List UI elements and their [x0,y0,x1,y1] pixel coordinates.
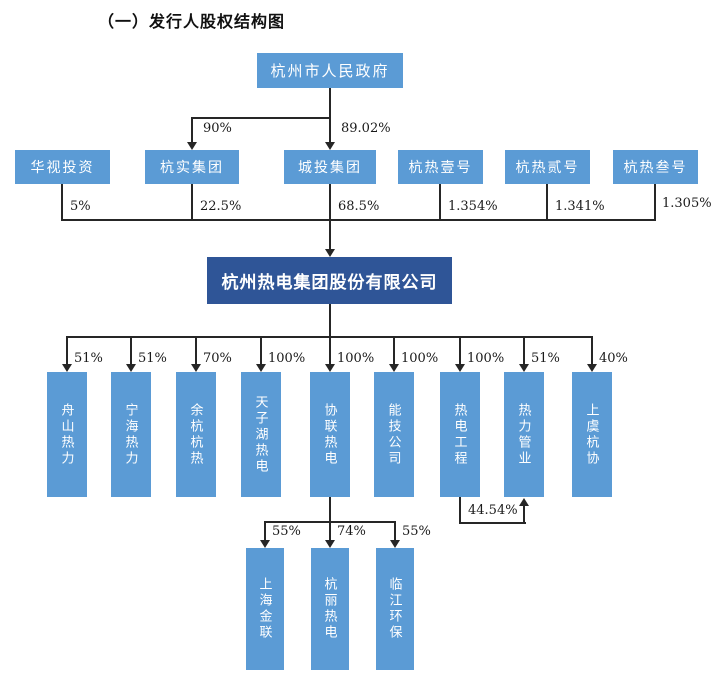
pct-label: 100% [268,351,306,366]
pct-label-hangshi: 90% [203,121,232,136]
pct-label: 51% [138,351,167,366]
node-hangre-no2: 杭热贰号 [505,150,590,184]
node-huashi-investment: 华视投资 [15,150,110,184]
pct-label: 55% [402,524,431,539]
arrowhead-down [390,540,400,548]
connector-line [329,336,331,364]
connector-line [523,336,525,364]
connector-line [329,304,331,336]
pct-label: 70% [203,351,232,366]
node-zhoushan-reli: 舟山热力 [47,372,87,497]
connector-line [191,117,193,142]
arrowhead-down [126,364,136,372]
pct-label: 100% [337,351,375,366]
connector-line [439,184,441,219]
node-yuhang-hangre: 余杭杭热 [176,372,216,497]
node-hangshi-group: 杭实集团 [145,150,239,184]
connector-line [546,184,548,219]
pct-label: 1.354% [448,199,498,214]
connector-line [191,117,331,119]
pct-label: 100% [401,351,439,366]
connector-line [61,184,63,219]
connector-line [195,336,197,364]
arrowhead-down [325,364,335,372]
arrowhead-down [191,364,201,372]
connector-line [459,522,526,524]
pct-label: 51% [531,351,560,366]
node-nengji-company: 能技公司 [374,372,414,497]
node-company-main: 杭州热电集团股份有限公司 [207,257,452,304]
connector-line [260,336,262,364]
arrowhead-down [62,364,72,372]
arrowhead-down [256,364,266,372]
pct-label-chengtou: 89.02% [341,121,391,136]
arrowhead-down [187,142,197,150]
arrowhead-down [587,364,597,372]
connector-line [329,117,331,142]
connector-line [393,336,395,364]
connector-line [66,336,68,364]
connector-line [329,88,331,117]
connector-line [459,497,461,522]
pct-label: 55% [272,524,301,539]
pct-label-cross-holding: 44.54% [468,503,518,518]
pct-label: 5% [70,199,91,214]
pct-label: 22.5% [200,199,242,214]
node-hangli-redian: 杭丽热电 [311,548,349,670]
node-xielian-redian: 协联热电 [310,372,350,497]
node-ninghai-reli: 宁海热力 [111,372,151,497]
node-hangre-no3: 杭热叁号 [613,150,698,184]
node-shangyu-hangxie: 上虞杭协 [572,372,612,497]
arrowhead-down [325,540,335,548]
connector-line [459,336,461,364]
pct-label: 1.305% [662,196,712,211]
connector-bus [61,219,656,221]
pct-label: 40% [599,351,628,366]
node-hangzhou-government: 杭州市人民政府 [257,53,403,88]
diagram-title: （一）发行人股权结构图 [98,14,286,31]
arrowhead-down [389,364,399,372]
pct-label: 100% [467,351,505,366]
connector-line [329,497,331,521]
connector-line [591,336,593,364]
pct-label: 74% [337,524,366,539]
node-shanghai-jinlian: 上海金联 [246,548,284,670]
node-linjiang-huanbao: 临江环保 [376,548,414,670]
connector-line [329,219,331,249]
connector-line [130,336,132,364]
node-reli-guanye: 热力管业 [504,372,544,497]
pct-label: 51% [74,351,103,366]
node-chengtou-group: 城投集团 [284,150,376,184]
connector-line [191,184,193,219]
node-tianzihu-redian: 天子湖热电 [241,372,281,497]
arrowhead-down [325,142,335,150]
node-hangre-no1: 杭热壹号 [398,150,483,184]
connector-line [523,506,525,522]
connector-line [394,521,396,540]
node-redian-gongcheng: 热电工程 [440,372,480,497]
pct-label: 68.5% [338,199,380,214]
arrowhead-up [519,498,529,506]
connector-line [654,184,656,219]
arrowhead-down [325,249,335,257]
arrowhead-down [260,540,270,548]
arrowhead-down [455,364,465,372]
connector-line [329,521,331,540]
pct-label: 1.341% [555,199,605,214]
connector-line [329,184,331,219]
connector-line [264,521,266,540]
arrowhead-down [519,364,529,372]
